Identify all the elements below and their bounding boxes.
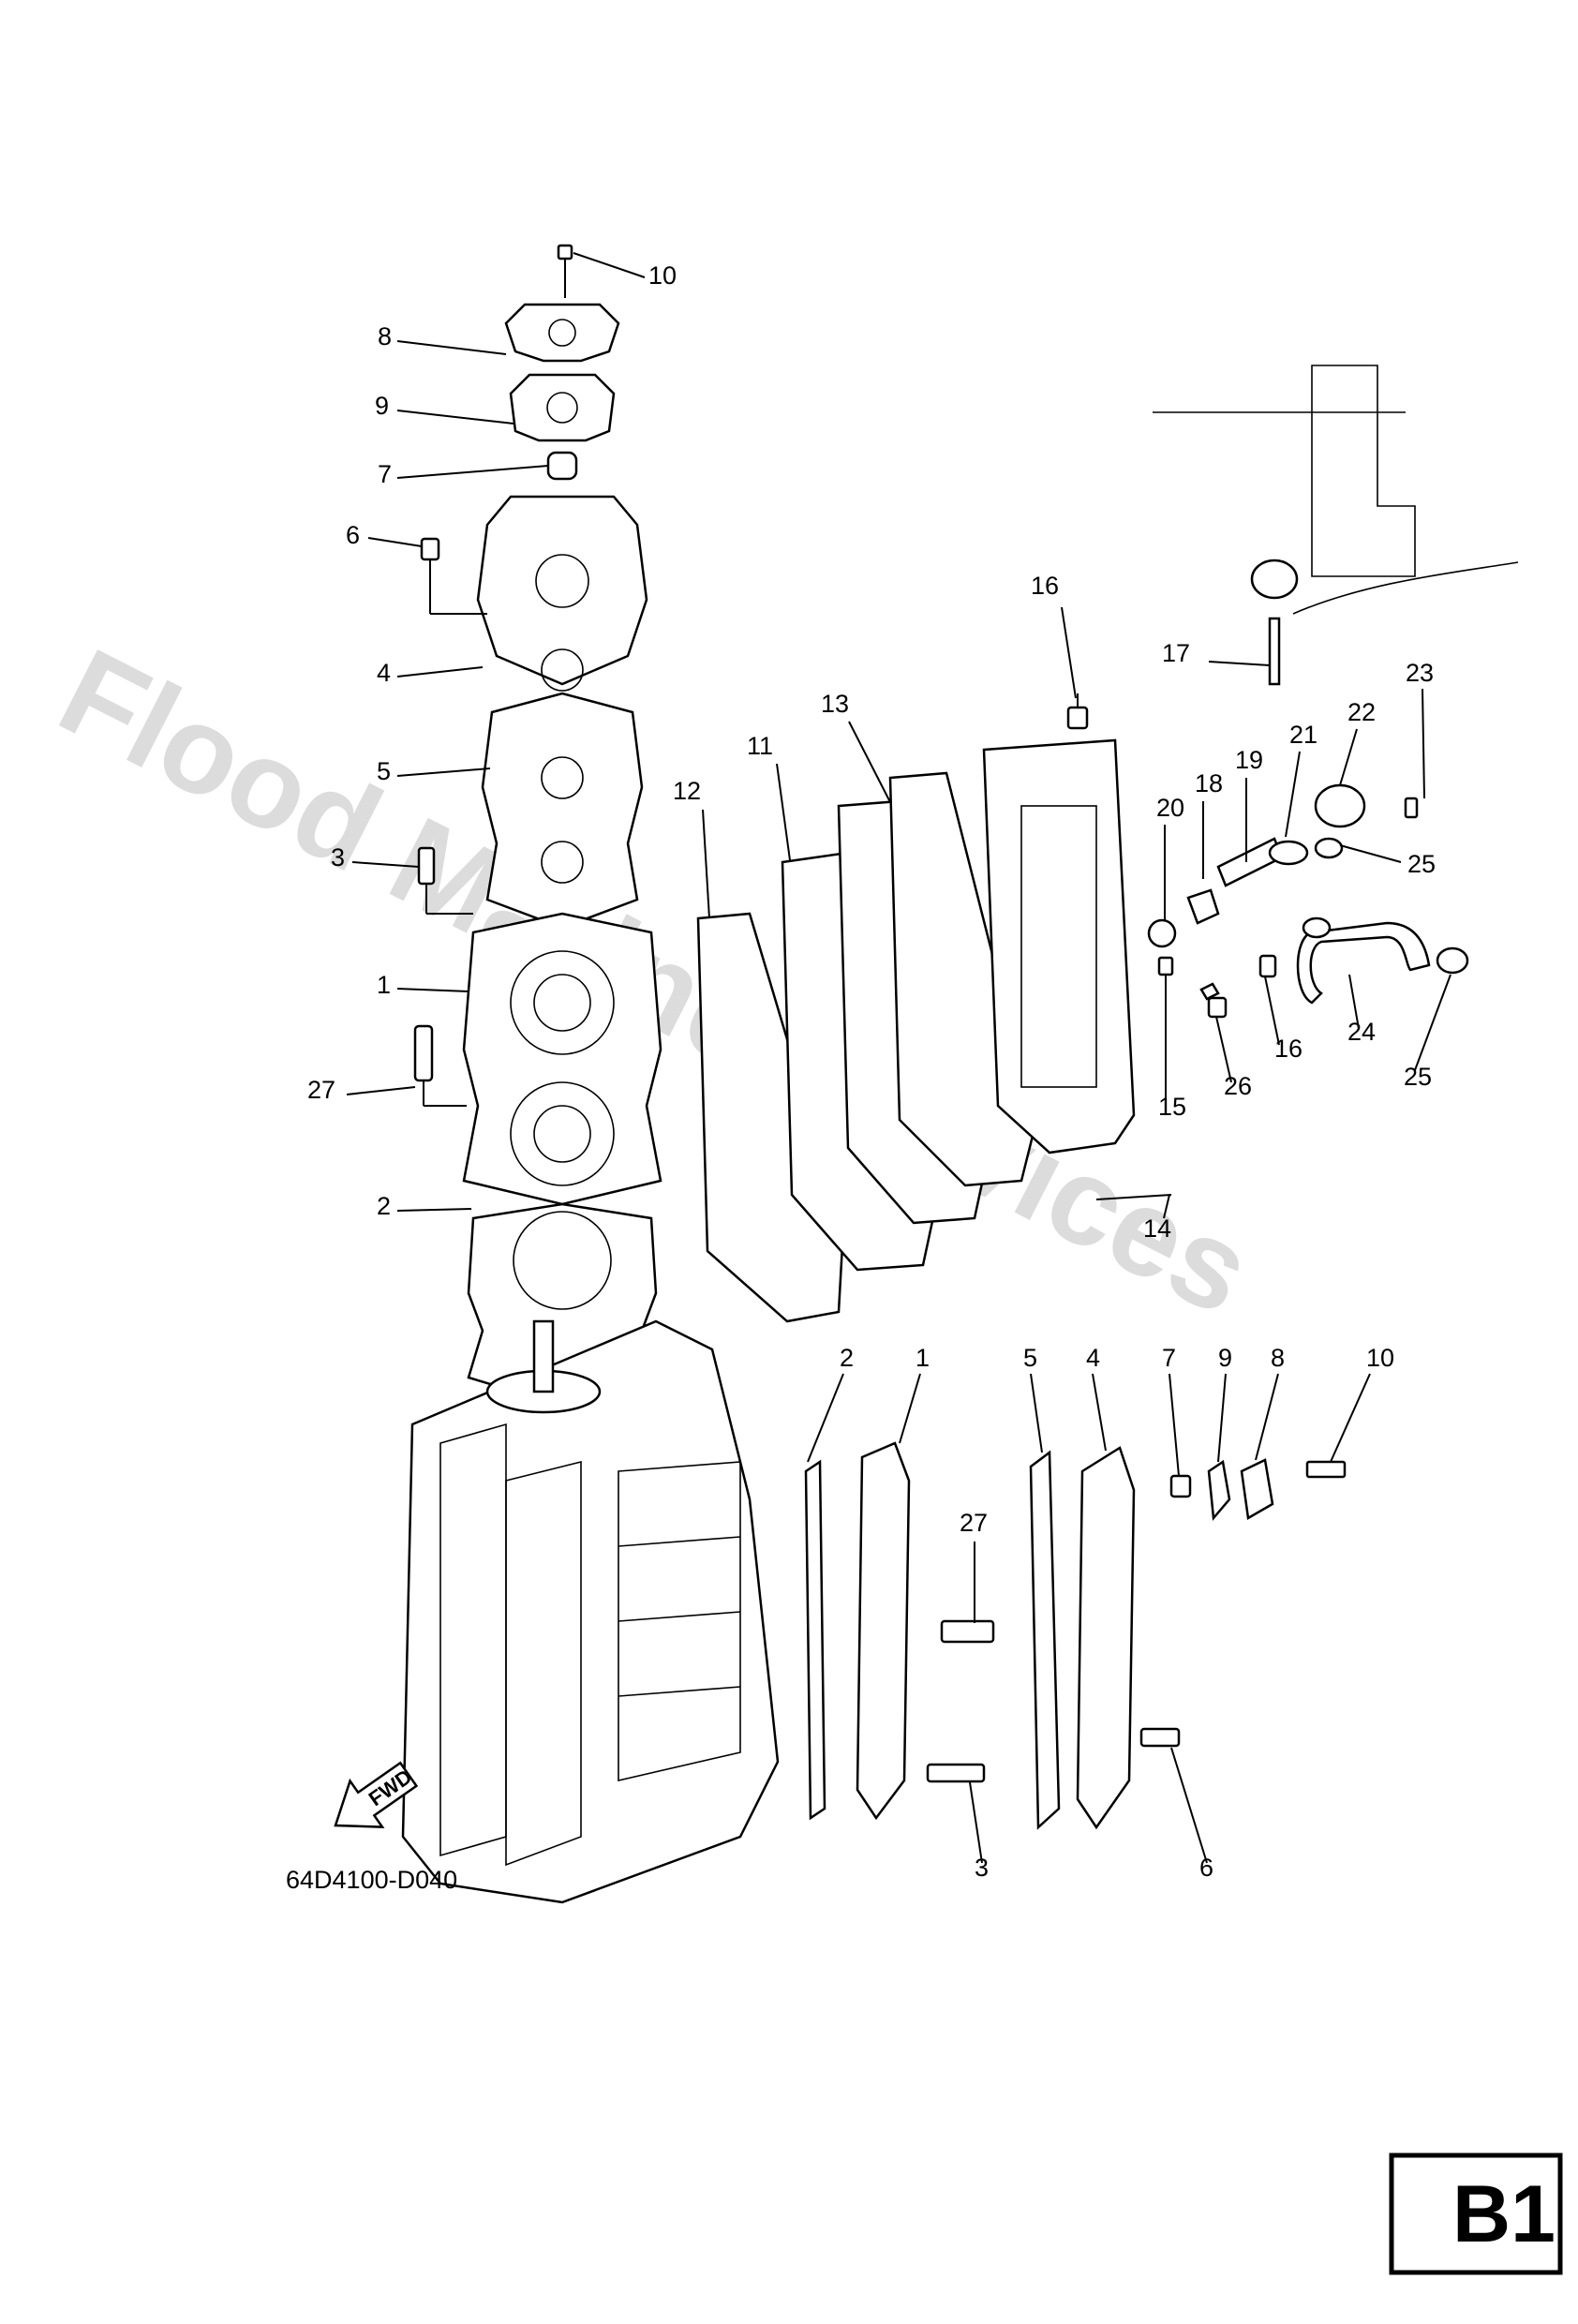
callout-upper-20: 13	[821, 690, 849, 718]
callout-leader-upper-23	[1264, 976, 1280, 1046]
callout-upper-2: 9	[375, 392, 389, 420]
callout-upper-8: 1	[377, 971, 391, 999]
cylinder-stack-exploded	[413, 244, 662, 1408]
callout-upper-4: 6	[346, 521, 360, 549]
callout-lower-5: 9	[1218, 1344, 1232, 1372]
callout-upper-0: 10	[648, 261, 677, 290]
callout-upper-19: 25	[1407, 850, 1436, 878]
callout-leader-lower-9	[969, 1781, 983, 1864]
callout-upper-11: 16	[1031, 572, 1059, 600]
hose-fittings	[1066, 365, 1519, 1059]
callout-leader-lower-4	[1169, 1373, 1180, 1477]
callout-lower-2: 5	[1023, 1344, 1037, 1372]
callout-lower-8: 27	[960, 1509, 988, 1537]
callout-upper-25: 15	[1158, 1093, 1186, 1121]
callout-lower-6: 8	[1271, 1344, 1285, 1372]
callout-leader-lower-7	[1330, 1373, 1371, 1463]
callout-leader-upper-21	[776, 763, 791, 861]
callout-leader-upper-28	[1163, 1194, 1170, 1219]
callout-leader-upper-6	[396, 767, 491, 777]
callout-leader-upper-3	[396, 465, 549, 479]
callout-upper-9: 27	[307, 1076, 335, 1104]
callout-leader-upper-26	[1348, 974, 1360, 1030]
callout-leader-upper-27	[1414, 974, 1451, 1071]
callout-leader-upper-0	[573, 252, 646, 278]
callout-lower-4: 7	[1162, 1344, 1176, 1372]
page-badge: B1	[1389, 2153, 1563, 2275]
callout-upper-6: 5	[377, 757, 391, 785]
callout-leader-lower-6	[1255, 1373, 1279, 1461]
callout-leader-upper-20	[848, 721, 891, 803]
callout-lower-0: 2	[840, 1344, 854, 1372]
callout-lower-9: 3	[975, 1854, 989, 1882]
callout-labels: 1089764531272161723222119182025131112162…	[307, 252, 1451, 1882]
lower-parts-row	[804, 1441, 1347, 1830]
engine-block	[401, 1319, 780, 1904]
callout-leader-lower-0	[807, 1373, 844, 1463]
callout-upper-27: 25	[1404, 1063, 1432, 1091]
callout-leader-upper-13	[1422, 688, 1425, 799]
callout-leader-lower-5	[1217, 1373, 1227, 1463]
callout-leader-upper-10	[396, 1208, 472, 1212]
callout-leader-upper-15	[1285, 751, 1301, 838]
callout-leader-upper-11	[1061, 606, 1077, 699]
callout-upper-15: 21	[1289, 721, 1317, 749]
callout-leader-upper-19	[1339, 844, 1402, 863]
callout-leader-upper-9	[346, 1086, 416, 1095]
callout-upper-28: 14	[1143, 1214, 1171, 1243]
callout-leader-upper-1	[396, 340, 507, 355]
callout-upper-18: 20	[1156, 794, 1184, 822]
callout-lower-1: 1	[916, 1344, 930, 1372]
callout-upper-10: 2	[377, 1192, 391, 1220]
callout-leader-upper-8	[396, 988, 469, 992]
callout-lower-3: 4	[1086, 1344, 1100, 1372]
page-badge-text: B1	[1452, 2169, 1556, 2259]
callout-leader-upper-12	[1208, 661, 1271, 666]
callout-leader-upper-4	[367, 537, 423, 547]
diagram-code: 64D4100-D040	[286, 1866, 457, 1894]
callout-upper-24: 26	[1224, 1072, 1252, 1100]
callout-upper-13: 23	[1406, 659, 1434, 687]
callout-leader-upper-7	[351, 861, 420, 868]
callout-leader-upper-24	[1215, 1016, 1232, 1083]
callout-upper-14: 22	[1347, 698, 1376, 726]
callout-leader-upper-5	[396, 666, 484, 678]
callout-lower-7: 10	[1366, 1344, 1394, 1372]
callout-leader-lower-3	[1092, 1373, 1107, 1452]
callout-lower-10: 6	[1199, 1854, 1213, 1882]
callout-leader-lower-1	[899, 1373, 921, 1444]
callout-leader-upper-2	[396, 410, 514, 425]
callout-upper-23: 16	[1274, 1035, 1303, 1063]
callout-upper-22: 12	[673, 777, 701, 805]
callout-upper-1: 8	[378, 322, 392, 350]
callout-upper-12: 17	[1162, 639, 1190, 667]
callout-upper-3: 7	[378, 460, 392, 488]
callout-leader-lower-10	[1170, 1747, 1208, 1864]
exhaust-cover-group	[696, 738, 1172, 1323]
callout-upper-16: 19	[1235, 746, 1263, 774]
callout-upper-5: 4	[377, 659, 391, 687]
callout-upper-26: 24	[1347, 1018, 1376, 1046]
callout-leader-upper-14	[1339, 728, 1358, 786]
callout-upper-21: 11	[747, 732, 773, 760]
callout-leader-lower-2	[1030, 1373, 1043, 1453]
callout-upper-7: 3	[331, 843, 345, 872]
callout-upper-17: 18	[1195, 769, 1223, 797]
callout-leader-upper-22	[702, 809, 710, 919]
